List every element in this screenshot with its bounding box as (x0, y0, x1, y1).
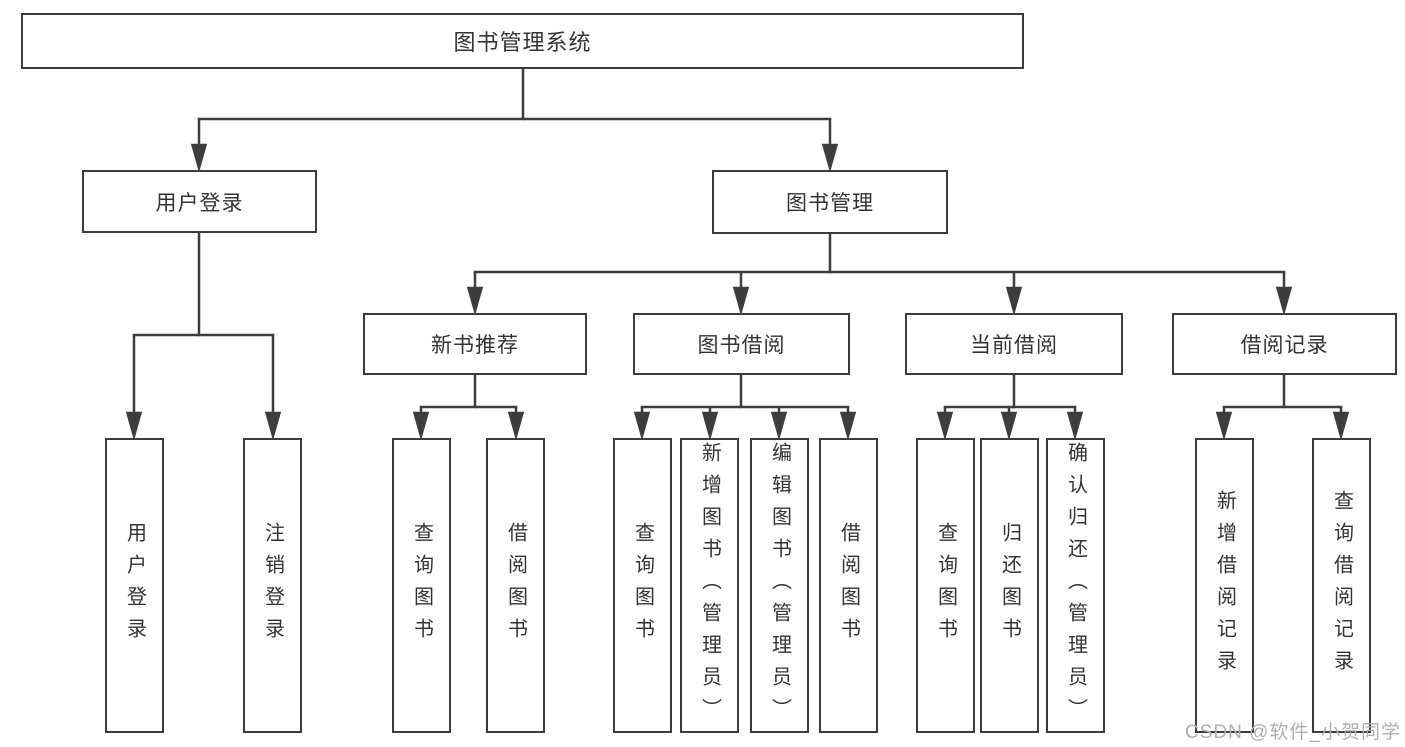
leaf-logout-label: 注销登录 (261, 521, 284, 650)
leaf-confirm-return-admin: 确认归还（管理员） (1046, 438, 1105, 733)
leaf-borrow-books-recommend: 借阅图书 (486, 438, 545, 733)
leaf-query-books-current-label: 查询图书 (934, 521, 957, 650)
leaf-return-books-label: 归还图书 (998, 521, 1021, 650)
node-library-system: 图书管理系统 (21, 13, 1024, 69)
leaf-borrow-books: 借阅图书 (819, 438, 878, 733)
node-new-book-recommend: 新书推荐 (363, 313, 587, 375)
leaf-borrow-books-recommend-label: 借阅图书 (504, 521, 527, 650)
leaf-query-books-recommend-label: 查询图书 (410, 521, 433, 650)
leaf-confirm-return-admin-label: 确认归还（管理员） (1064, 441, 1087, 730)
leaf-edit-book-admin: 编辑图书（管理员） (750, 438, 809, 733)
leaf-logout: 注销登录 (243, 438, 302, 733)
leaf-add-borrow-record-label: 新增借阅记录 (1213, 489, 1236, 682)
leaf-query-borrow-record-label: 查询借阅记录 (1330, 489, 1353, 682)
node-book-borrowing: 图书借阅 (633, 313, 850, 375)
node-current-borrowing: 当前借阅 (905, 313, 1123, 375)
leaf-user-login: 用户登录 (105, 438, 164, 733)
leaf-add-book-admin-label: 新增图书（管理员） (698, 441, 721, 730)
leaf-query-books-current: 查询图书 (916, 438, 975, 733)
leaf-add-borrow-record: 新增借阅记录 (1195, 438, 1254, 733)
leaf-return-books: 归还图书 (980, 438, 1039, 733)
leaf-edit-book-admin-label: 编辑图书（管理员） (768, 441, 791, 730)
leaf-query-borrow-record: 查询借阅记录 (1312, 438, 1371, 733)
leaf-query-books-borrowing-label: 查询图书 (631, 521, 654, 650)
node-book-management: 图书管理 (712, 170, 948, 234)
leaf-query-books-recommend: 查询图书 (392, 438, 451, 733)
node-user-login: 用户登录 (82, 170, 317, 233)
leaf-borrow-books-label: 借阅图书 (837, 521, 860, 650)
node-borrow-records: 借阅记录 (1172, 313, 1397, 375)
leaf-add-book-admin: 新增图书（管理员） (680, 438, 739, 733)
csdn-watermark: CSDN @软件_小贺同学 (1185, 722, 1401, 743)
leaf-query-books-borrowing: 查询图书 (613, 438, 672, 733)
leaf-user-login-label: 用户登录 (123, 521, 146, 650)
